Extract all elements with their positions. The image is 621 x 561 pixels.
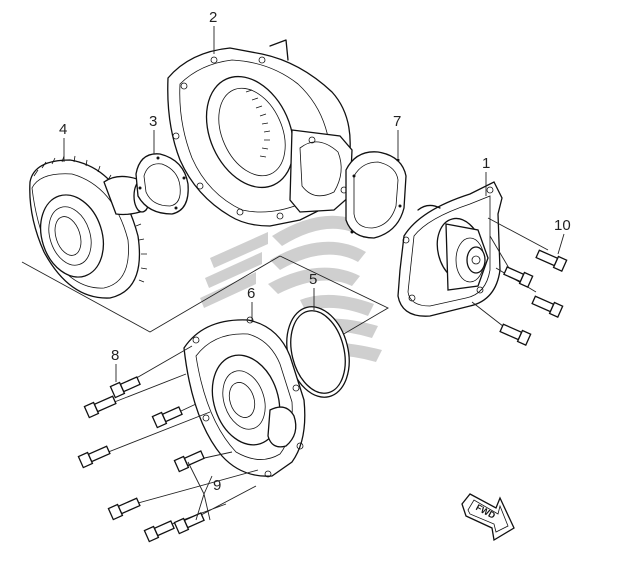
callout-2: 2 xyxy=(209,9,217,26)
part-6-rear-cover xyxy=(183,316,306,478)
fwd-arrow-icon: FWD xyxy=(461,493,515,542)
part-10-bolts xyxy=(471,217,568,347)
callout-5: 5 xyxy=(309,271,317,288)
callout-leaders xyxy=(63,26,565,521)
part-3-gasket xyxy=(135,153,189,215)
part-8-9-bolts xyxy=(77,345,259,543)
callout-6: 6 xyxy=(247,285,255,302)
callout-10: 10 xyxy=(554,217,571,234)
part-5-o-ring xyxy=(286,306,350,398)
part-7-gasket xyxy=(345,151,407,239)
callout-4: 4 xyxy=(59,121,67,138)
callout-3: 3 xyxy=(149,113,157,130)
callout-9: 9 xyxy=(213,477,221,494)
part-1-cover-plate xyxy=(397,181,503,317)
callout-1: 1 xyxy=(482,155,490,172)
callout-7: 7 xyxy=(393,113,401,130)
part-2-housing xyxy=(167,39,353,227)
callout-8: 8 xyxy=(111,347,119,364)
part-4-ring-gear xyxy=(29,155,151,299)
